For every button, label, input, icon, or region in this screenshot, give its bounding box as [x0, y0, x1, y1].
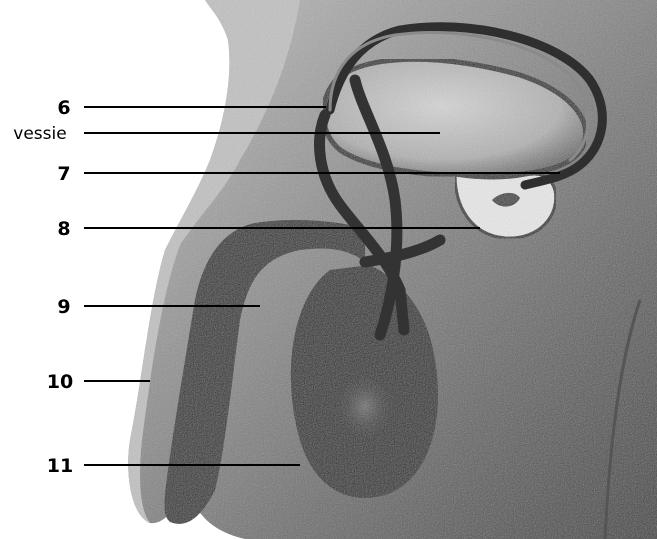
labels: 6 vessie 7 8 9 10 11: [13, 97, 73, 477]
label-6: 6: [57, 97, 70, 119]
testis-shape: [337, 378, 393, 442]
label-11: 11: [47, 455, 73, 477]
label-10: 10: [47, 371, 73, 393]
label-vessie: vessie: [13, 124, 66, 144]
label-9: 9: [57, 296, 70, 318]
label-7: 7: [57, 163, 70, 185]
label-8: 8: [57, 218, 70, 240]
